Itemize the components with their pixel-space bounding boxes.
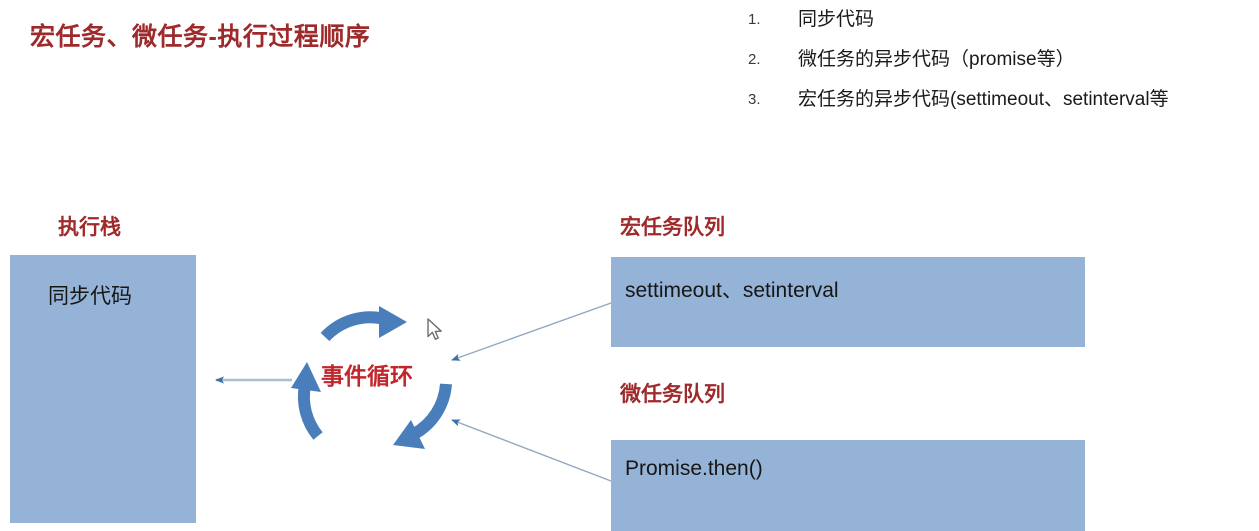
list-item-label: 微任务的异步代码（promise等） — [798, 49, 1075, 70]
micro-task-queue-box-text: Promise.then() — [625, 457, 763, 480]
mouse-cursor-icon — [427, 318, 442, 340]
micro-task-queue-label: 微任务队列 — [620, 383, 725, 406]
execution-stack-label: 执行栈 — [58, 216, 121, 239]
execution-stack-box: 同步代码 — [10, 255, 196, 523]
list-item-number: 2. — [748, 51, 761, 68]
event-loop-arrow-right — [393, 383, 452, 449]
list-item-label: 同步代码 — [798, 9, 875, 30]
list-item: 1. 同步代码 — [748, 0, 1259, 40]
event-loop-arrow-left — [291, 362, 323, 440]
list-item-number: 1. — [748, 11, 761, 28]
list-item: 3. 宏任务的异步代码(settimeout、setinterval等 — [748, 80, 1259, 120]
list-item: 2. 微任务的异步代码（promise等） — [748, 40, 1259, 80]
macro-task-queue-label: 宏任务队列 — [620, 216, 725, 239]
event-loop-diagram: 事件循环 — [283, 300, 483, 480]
list-item-number: 3. — [748, 91, 761, 108]
event-loop-label: 事件循环 — [321, 363, 413, 389]
list-item-label: 宏任务的异步代码(settimeout、setinterval等 — [798, 89, 1169, 110]
event-loop-arrow-top — [320, 306, 407, 342]
macro-task-queue-box: settimeout、setinterval — [611, 257, 1085, 347]
macro-task-queue-box-text: settimeout、setinterval — [625, 279, 839, 302]
execution-stack-box-text: 同步代码 — [48, 285, 132, 308]
page-title: 宏任务、微任务-执行过程顺序 — [30, 23, 371, 51]
ordered-note-list: 1. 同步代码 2. 微任务的异步代码（promise等） 3. 宏任务的异步代… — [748, 0, 1259, 120]
micro-task-queue-box: Promise.then() — [611, 440, 1085, 531]
